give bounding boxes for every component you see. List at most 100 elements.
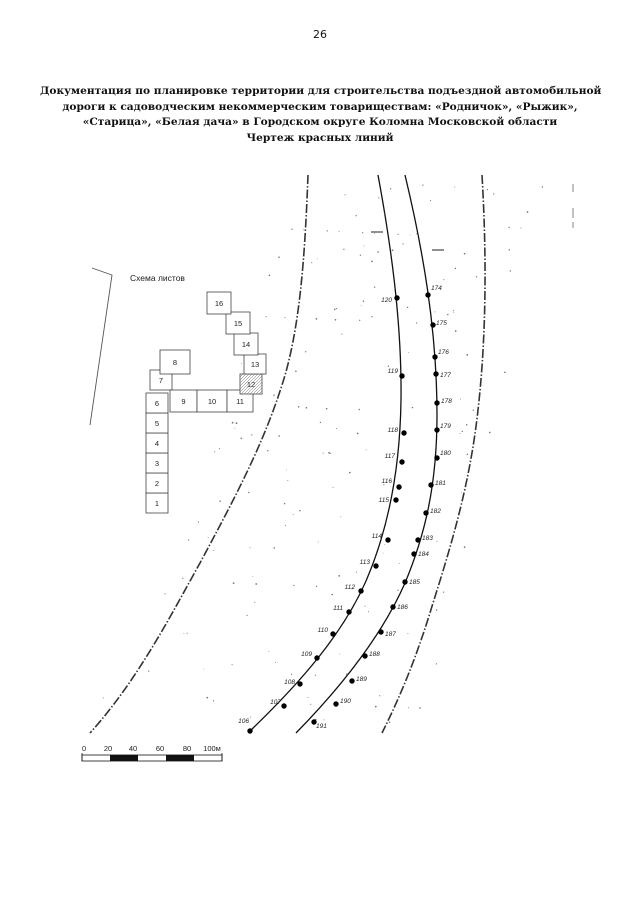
sheet-number: 6 — [155, 399, 159, 408]
left-point-label: 112 — [345, 584, 356, 591]
terrain-dot — [336, 427, 338, 429]
sheet-hatch — [240, 373, 262, 395]
terrain-dot — [212, 700, 215, 702]
title-line-2: дороги к садоводческим некоммерческим то… — [62, 100, 578, 113]
terrain-dot — [371, 316, 373, 318]
terrain-dot — [493, 193, 495, 195]
left-point-label: 109 — [301, 651, 312, 658]
terrain-dot — [472, 409, 474, 411]
right-point-180 — [434, 455, 440, 461]
scheme-title: Схема листов — [130, 273, 185, 283]
terrain-dot — [520, 227, 522, 229]
terrain-dot — [339, 653, 341, 655]
sheet-number: 7 — [159, 376, 163, 385]
terrain-dot — [323, 719, 325, 721]
terrain-dot — [397, 589, 399, 591]
right-point-label: 174 — [431, 285, 442, 292]
sheet-hatch — [255, 387, 263, 395]
terrain-dot — [340, 516, 342, 518]
left-point-106 — [247, 728, 253, 734]
title-line-1: Документация по планировке территории дл… — [40, 85, 602, 97]
right-point-191 — [311, 719, 317, 725]
terrain-dot — [331, 593, 333, 596]
terrain-dot — [283, 502, 286, 505]
terrain-dot — [460, 492, 462, 494]
sheet-number: 14 — [242, 340, 250, 349]
terrain-dot — [332, 487, 334, 489]
right-point-181 — [428, 482, 434, 488]
right-point-184 — [411, 551, 417, 557]
scheme-angle-line — [89, 267, 113, 426]
title-line-4: Чертеж красных линий — [246, 131, 394, 144]
right-point-label: 177 — [440, 372, 451, 379]
right-point-label: 178 — [441, 398, 452, 405]
terrain-dot — [384, 544, 385, 545]
terrain-dot — [293, 584, 295, 587]
terrain-dot — [360, 305, 362, 306]
page-number: 26 — [313, 28, 327, 41]
sheet-number: 4 — [155, 439, 159, 448]
terrain-dot — [541, 186, 544, 188]
terrain-dot — [297, 406, 300, 408]
left-point-117 — [399, 459, 405, 465]
sheet-number: 3 — [155, 459, 159, 468]
terrain-dot — [218, 448, 220, 450]
terrain-dot — [402, 243, 404, 245]
terrain-dot — [251, 434, 253, 436]
terrain-dot — [219, 500, 221, 502]
terrain-dot — [273, 394, 275, 396]
sheet-number: 12 — [247, 380, 255, 389]
terrain-dot — [411, 406, 414, 409]
terrain-dot — [388, 721, 391, 723]
right-point-label: 179 — [440, 423, 451, 430]
terrain-dot — [415, 322, 418, 324]
terrain-dot — [255, 583, 258, 585]
terrain-dot — [284, 316, 286, 319]
terrain-dot — [148, 670, 150, 672]
terrain-dot — [197, 521, 200, 523]
terrain-dot — [338, 575, 341, 577]
terrain-dot — [461, 430, 463, 433]
left-point-115 — [393, 497, 399, 503]
terrain-dot — [334, 318, 337, 321]
terrain-dot — [287, 479, 289, 481]
terrain-dot — [317, 258, 318, 260]
terrain-dot — [345, 673, 348, 676]
terrain-dot — [234, 427, 236, 429]
terrain-dot — [213, 550, 215, 551]
terrain-dot — [183, 633, 185, 634]
terrain-dot — [265, 316, 267, 318]
sheet-hatch — [246, 378, 263, 395]
terrain-dot — [295, 370, 297, 373]
left-point-label: 116 — [382, 478, 393, 485]
terrain-dot — [466, 354, 469, 356]
right-point-label: 181 — [435, 480, 446, 487]
terrain-dot — [465, 424, 468, 426]
terrain-dot — [443, 279, 445, 281]
terrain-dot — [389, 188, 392, 190]
sheet-number: 2 — [155, 479, 159, 488]
terrain-dot — [267, 449, 269, 452]
terrain-dot — [454, 267, 457, 270]
left-point-label: 119 — [388, 368, 399, 375]
title-line-3: «Старица», «Белая дача» в Городском окру… — [82, 116, 558, 128]
left-point-label: 118 — [388, 427, 399, 434]
sheet-number: 8 — [173, 358, 177, 367]
terrain-dot — [291, 228, 293, 230]
terrain-dot — [452, 310, 455, 312]
terrain-dot — [422, 184, 424, 186]
right-point-189 — [349, 678, 355, 684]
terrain-dot — [326, 230, 328, 232]
terrain-dot — [249, 716, 251, 718]
terrain-dot — [382, 552, 384, 554]
terrain-dot — [203, 668, 205, 670]
terrain-dot — [96, 723, 98, 725]
right-point-187 — [378, 629, 384, 635]
terrain-dot — [311, 262, 313, 264]
terrain-dot — [419, 707, 421, 709]
scale-label: 40 — [129, 744, 137, 753]
terrain-dot — [351, 587, 354, 590]
sheet-number: 10 — [208, 397, 216, 406]
